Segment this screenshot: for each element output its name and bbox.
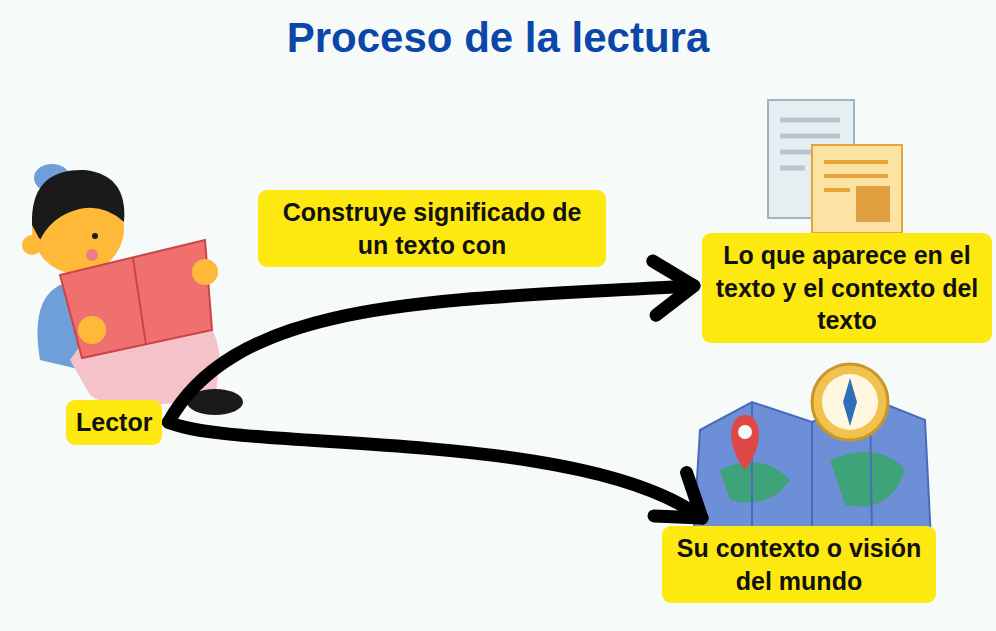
arrow-connector <box>168 261 694 422</box>
arrow-line <box>168 286 694 423</box>
arrow-head <box>654 473 702 518</box>
box-text: Lector <box>76 406 152 439</box>
box-text: Su contexto o visión del mundo <box>672 532 926 597</box>
arrow-head <box>653 261 694 315</box>
label-box: Lo que aparece en el texto y el contexto… <box>702 233 992 343</box>
label-box: Construye significado de un texto con <box>258 190 606 267</box>
arrow-line <box>168 422 702 518</box>
label-box: Su contexto o visión del mundo <box>662 526 936 603</box>
box-text: Lo que aparece en el texto y el contexto… <box>712 239 982 337</box>
diagram-title: Proceso de la lectura <box>0 14 996 62</box>
arrow-connector <box>168 422 702 518</box>
label-box: Lector <box>66 400 162 445</box>
box-text: Construye significado de un texto con <box>268 196 596 261</box>
documents-icon <box>768 100 902 233</box>
